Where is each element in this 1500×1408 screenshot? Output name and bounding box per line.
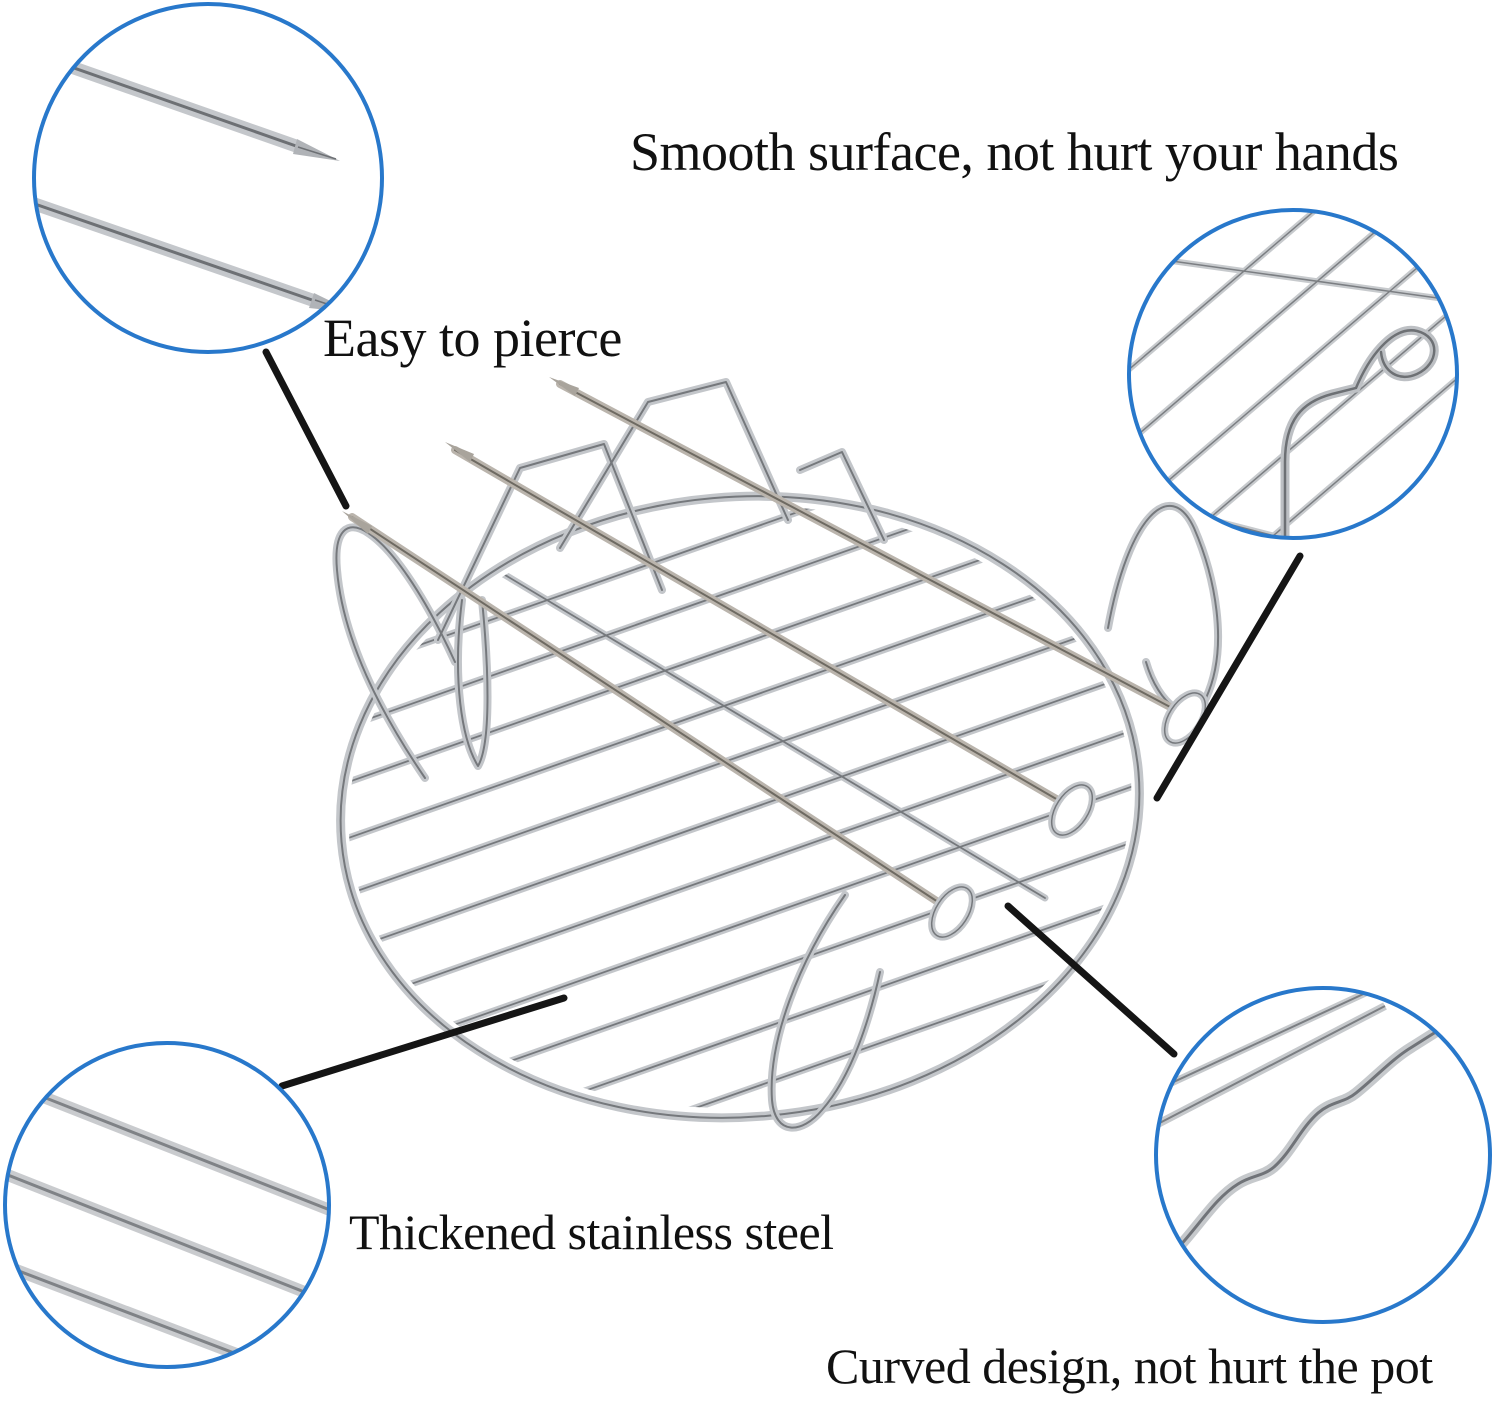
skewer-tip <box>445 442 474 462</box>
callout-circle-wavy-wire <box>1154 986 1492 1324</box>
skewer-tip <box>342 511 372 534</box>
annotation-line-pierce <box>262 348 350 510</box>
skewer-rings <box>928 689 1209 941</box>
annotation-line-smooth <box>1153 552 1304 802</box>
annotation-line-steel <box>278 994 568 1090</box>
annotation-lines <box>262 348 1304 1090</box>
callout-thick-wire <box>3 1041 331 1369</box>
callout-skewer-tips <box>32 2 384 354</box>
skewers <box>342 377 1172 902</box>
caption-curved-design: Curved design, not hurt the pot <box>826 1338 1433 1394</box>
callout-wavy-wire <box>1154 986 1492 1324</box>
rack-illustration <box>323 377 1270 1141</box>
callout-circle-thick-wire <box>3 1041 331 1369</box>
wavy-wire-icon <box>1156 988 1456 1266</box>
caption-thickened-steel: Thickened stainless steel <box>349 1204 834 1260</box>
caption-smooth-surface: Smooth surface, not hurt your hands <box>630 122 1399 182</box>
callout-circle-hook-handle <box>1127 208 1459 540</box>
callout-hook-handle <box>1127 208 1459 540</box>
caption-easy-to-pierce: Easy to pierce <box>323 308 622 368</box>
rack-handles-and-holders <box>336 382 1218 1128</box>
rack-rim <box>336 491 1144 1123</box>
grill-wires <box>323 473 1157 1141</box>
skewer-tip <box>549 377 579 396</box>
annotation-line-curved <box>1004 902 1178 1058</box>
callout-circle-skewer-tips <box>32 2 384 354</box>
